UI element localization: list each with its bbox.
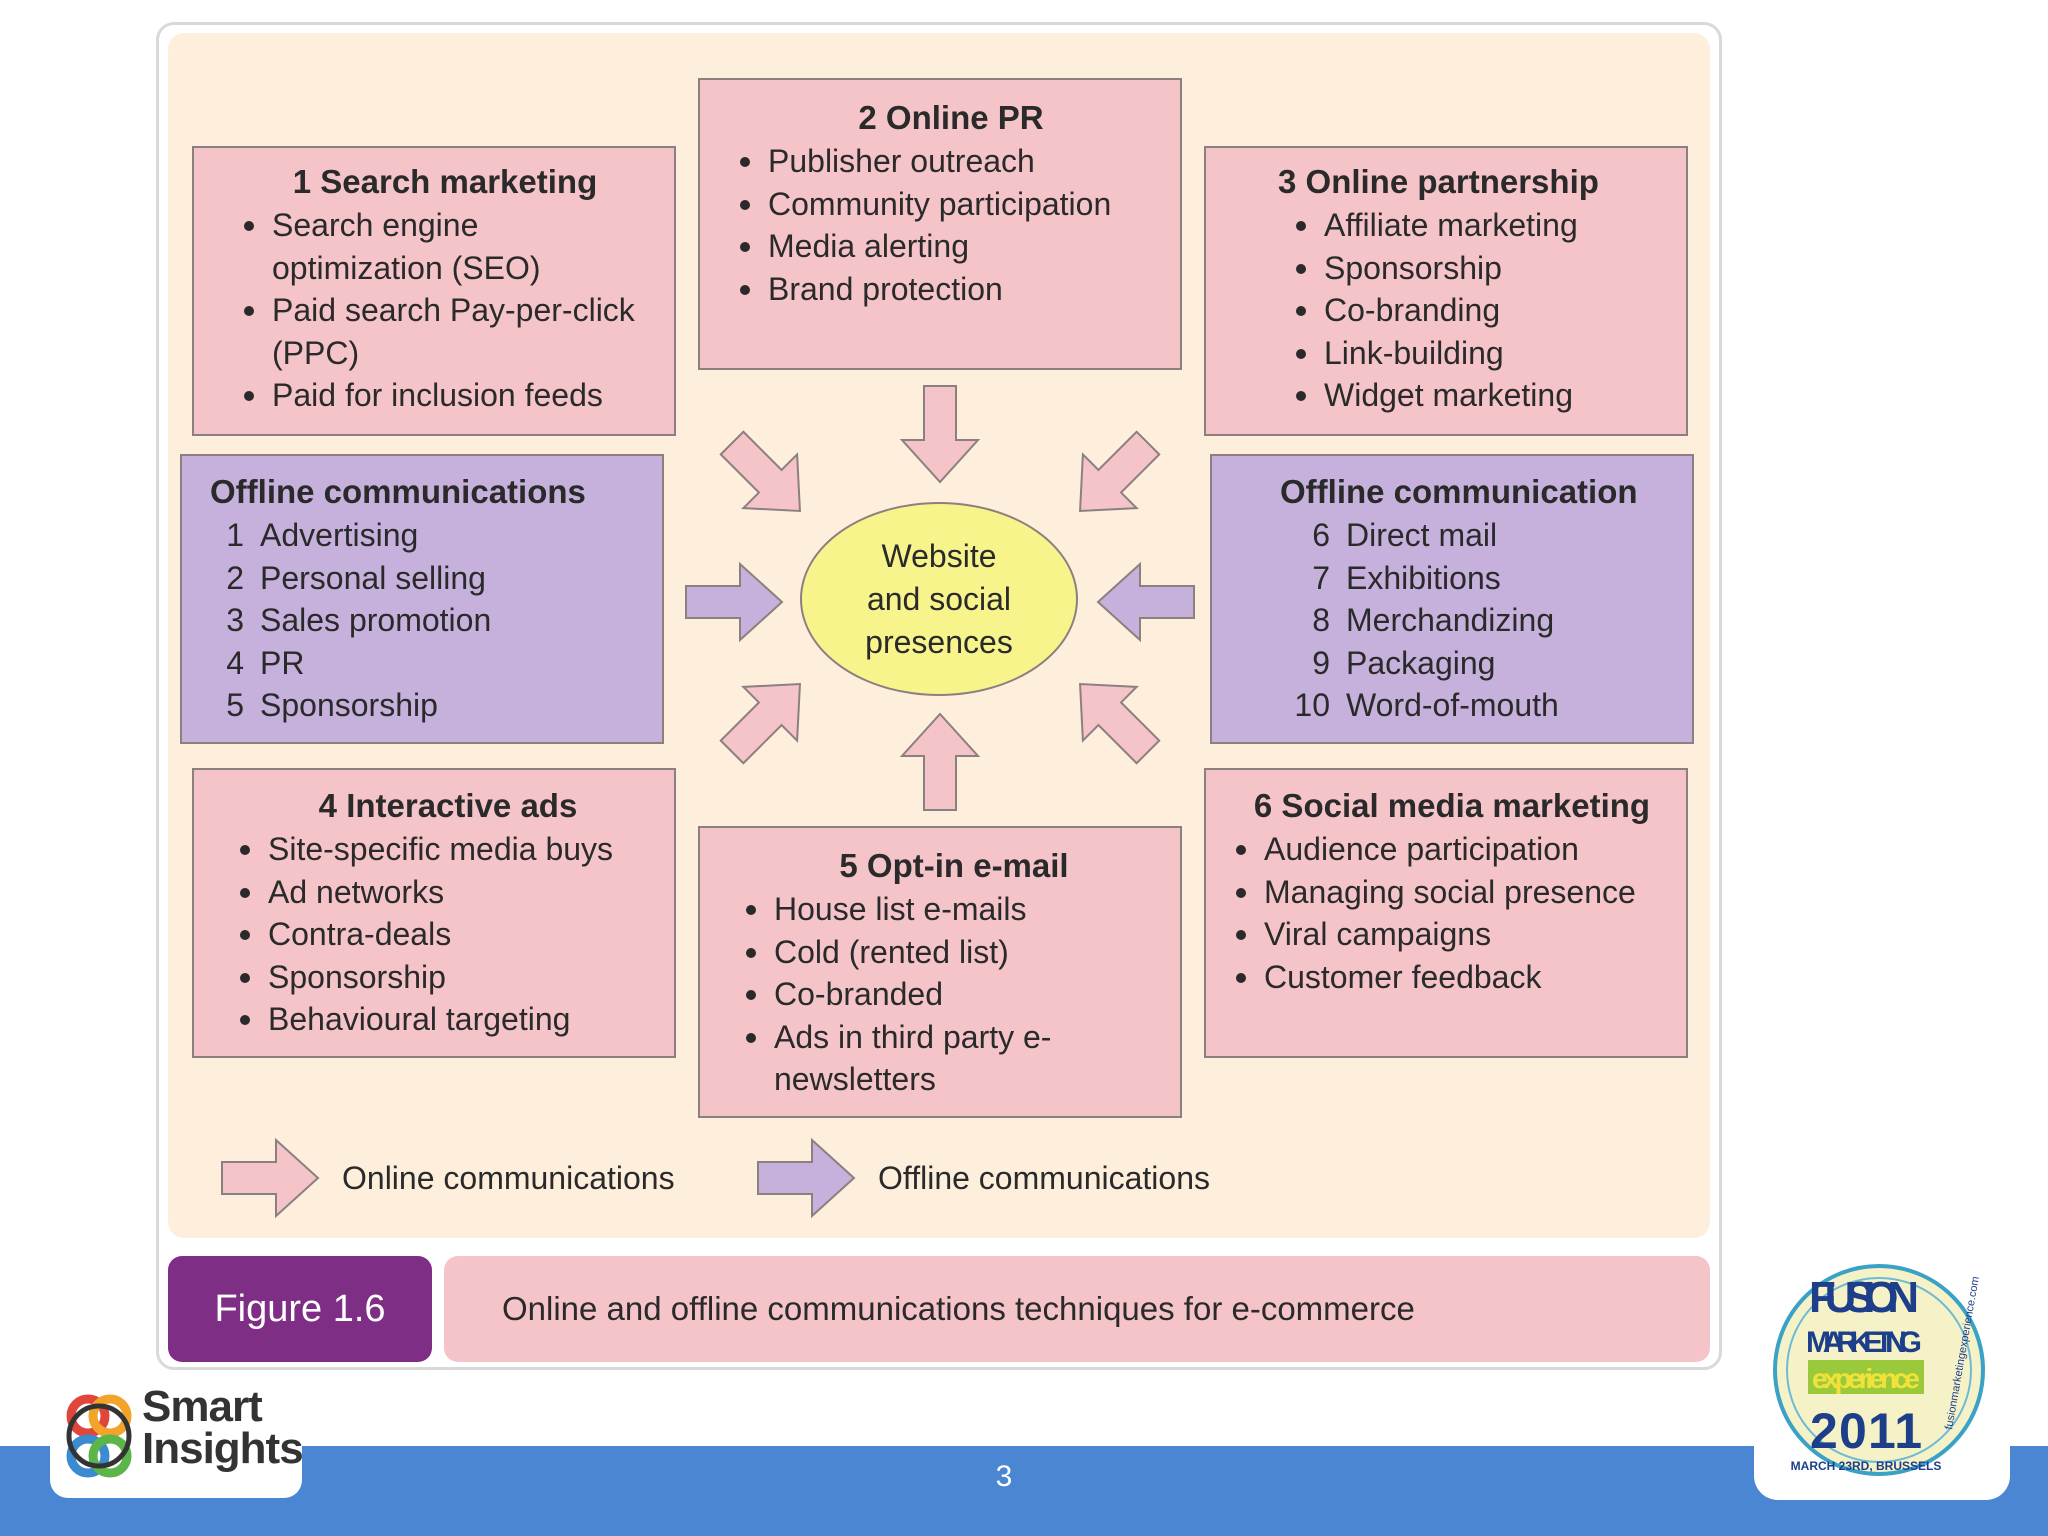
list-item: Co-branding bbox=[1288, 289, 1676, 332]
box-optin-email: 5 Opt-in e-mail House list e-mails Cold … bbox=[698, 826, 1182, 1118]
list-item: Sponsorship bbox=[232, 956, 664, 999]
list-item: Site-specific media buys bbox=[232, 828, 664, 871]
list-item: Ads in third party e-newsletters bbox=[738, 1016, 1074, 1101]
arrow-diagonal-icon bbox=[704, 415, 828, 539]
list-item: Media alerting bbox=[732, 225, 1170, 268]
box-search-marketing: 1 Search marketing Search engine optimiz… bbox=[192, 146, 676, 436]
list-item: Audience participation bbox=[1228, 828, 1676, 871]
list-item: House list e-mails bbox=[738, 888, 1170, 931]
list-item: Co-branded bbox=[738, 973, 1170, 1016]
page-number: 3 bbox=[995, 1460, 1013, 1493]
svg-text:experience: experience bbox=[1812, 1363, 1920, 1394]
list-item: Search engine optimization (SEO) bbox=[236, 204, 654, 289]
legend-offline-label: Offline communications bbox=[878, 1160, 1210, 1196]
legend-online-arrow-icon bbox=[221, 1139, 319, 1217]
figure-number: Figure 1.6 bbox=[168, 1256, 432, 1362]
list-item: Paid for inclusion feeds bbox=[236, 374, 654, 417]
list-item: Customer feedback bbox=[1228, 956, 1676, 999]
arrow-diagonal-icon bbox=[1052, 656, 1176, 780]
box-title: 2 Online PR bbox=[858, 99, 1044, 136]
svg-text:2011: 2011 bbox=[1810, 1403, 1922, 1459]
box-social-media-marketing: 6 Social media marketing Audience partic… bbox=[1204, 768, 1688, 1058]
list-item: Widget marketing bbox=[1288, 374, 1676, 417]
list-item: Cold (rented list) bbox=[738, 931, 1170, 974]
legend-online-label: Online communications bbox=[342, 1160, 675, 1196]
list-item: Managing social presence bbox=[1228, 871, 1676, 914]
box-interactive-ads: 4 Interactive ads Site-specific media bu… bbox=[192, 768, 676, 1058]
arrow-up-icon bbox=[901, 713, 979, 811]
list-item: Publisher outreach bbox=[732, 140, 1170, 183]
svg-text:MARKETING: MARKETING bbox=[1806, 1326, 1922, 1359]
legend-offline-arrow-icon bbox=[757, 1139, 855, 1217]
svg-text:MARCH 23RD, BRUSSELS: MARCH 23RD, BRUSSELS bbox=[1791, 1459, 1942, 1473]
smart-insights-logo-icon bbox=[66, 1394, 132, 1478]
box-title: 5 Opt-in e-mail bbox=[839, 847, 1069, 884]
box-title: 1 Search marketing bbox=[292, 163, 598, 200]
list-item: Behavioural targeting bbox=[232, 998, 664, 1041]
box-title: Offline communications bbox=[210, 473, 586, 510]
arrow-down-icon bbox=[901, 385, 979, 483]
box-title: 3 Online partnership bbox=[1278, 163, 1599, 200]
footer-bar bbox=[0, 1446, 2048, 1536]
list-item: Sponsorship bbox=[1288, 247, 1676, 290]
list-item: Ad networks bbox=[232, 871, 664, 914]
box-title: 6 Social media marketing bbox=[1253, 787, 1651, 824]
arrow-left-icon bbox=[1097, 563, 1195, 641]
list-item: Community participation bbox=[732, 183, 1170, 226]
list-item: Contra-deals bbox=[232, 913, 664, 956]
arrow-diagonal-icon bbox=[704, 656, 828, 780]
figure-caption: Online and offline communications techni… bbox=[444, 1256, 1710, 1362]
arrow-diagonal-icon bbox=[1052, 415, 1176, 539]
list-item: Brand protection bbox=[732, 268, 1170, 311]
fusion-marketing-logo: FUSION MARKETING experience 2011 MARCH 2… bbox=[1754, 1246, 2010, 1500]
fusion-marketing-badge-icon: FUSION MARKETING experience 2011 MARCH 2… bbox=[1773, 1264, 1985, 1476]
list-item: Paid search Pay-per-click (PPC) bbox=[236, 289, 654, 374]
box-title: Offline communication bbox=[1280, 473, 1638, 510]
box-online-pr: 2 Online PR Publisher outreach Community… bbox=[698, 78, 1182, 370]
arrow-right-icon bbox=[685, 563, 783, 641]
box-title: 4 Interactive ads bbox=[318, 787, 578, 824]
box-online-partnership: 3 Online partnership Affiliate marketing… bbox=[1204, 146, 1688, 436]
svg-text:FUSION: FUSION bbox=[1809, 1273, 1919, 1322]
list-item: Link-building bbox=[1288, 332, 1676, 375]
list-item: Viral campaigns bbox=[1228, 913, 1676, 956]
center-website-social-presences: Website and social presences bbox=[800, 502, 1078, 696]
list-item: Affiliate marketing bbox=[1288, 204, 1676, 247]
